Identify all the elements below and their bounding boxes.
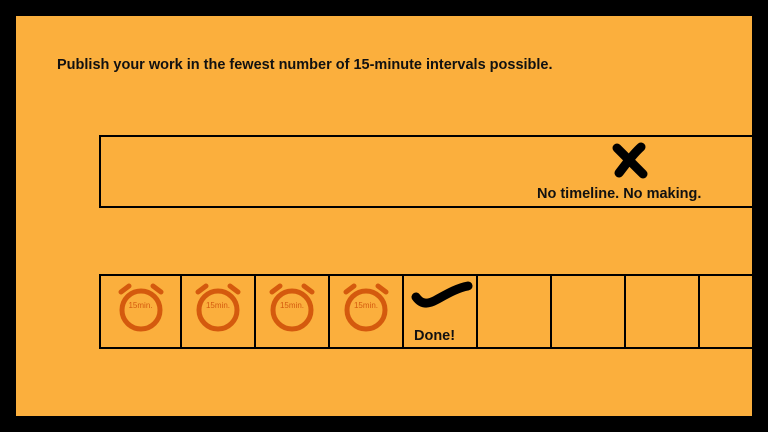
done-slot: Done!: [404, 276, 478, 347]
done-label: Done!: [414, 328, 456, 344]
alarm-clock-icon: [343, 283, 389, 332]
empty-interval-slot: [552, 276, 626, 347]
interval-slot: 15min.: [256, 276, 330, 347]
timer-label: 15min.: [128, 301, 153, 310]
cross-mark-icon: [612, 142, 648, 179]
empty-interval-slot: [700, 276, 752, 347]
interval-timeline: 15min. 15min. 15min.: [99, 274, 752, 349]
slide-panel: Publish your work in the fewest number o…: [16, 16, 752, 416]
timer-label: 15min.: [353, 301, 378, 310]
timer-label: 15min.: [205, 301, 230, 310]
empty-interval-slot: [478, 276, 552, 347]
interval-slot: 15min.: [182, 276, 256, 347]
alarm-clock-icon: [118, 283, 163, 332]
alarm-clock-icon: [195, 283, 241, 332]
checkmark-icon: [411, 281, 473, 308]
interval-slot: 15min.: [330, 276, 404, 347]
alarm-clock-icon: [269, 283, 315, 332]
instruction-text: Publish your work in the fewest number o…: [57, 57, 553, 73]
empty-interval-slot: [626, 276, 700, 347]
no-timeline-label: No timeline. No making.: [537, 186, 702, 202]
interval-slot: 15min.: [101, 276, 182, 347]
no-timeline-box: No timeline. No making.: [99, 135, 752, 208]
timer-label: 15min.: [279, 301, 304, 310]
